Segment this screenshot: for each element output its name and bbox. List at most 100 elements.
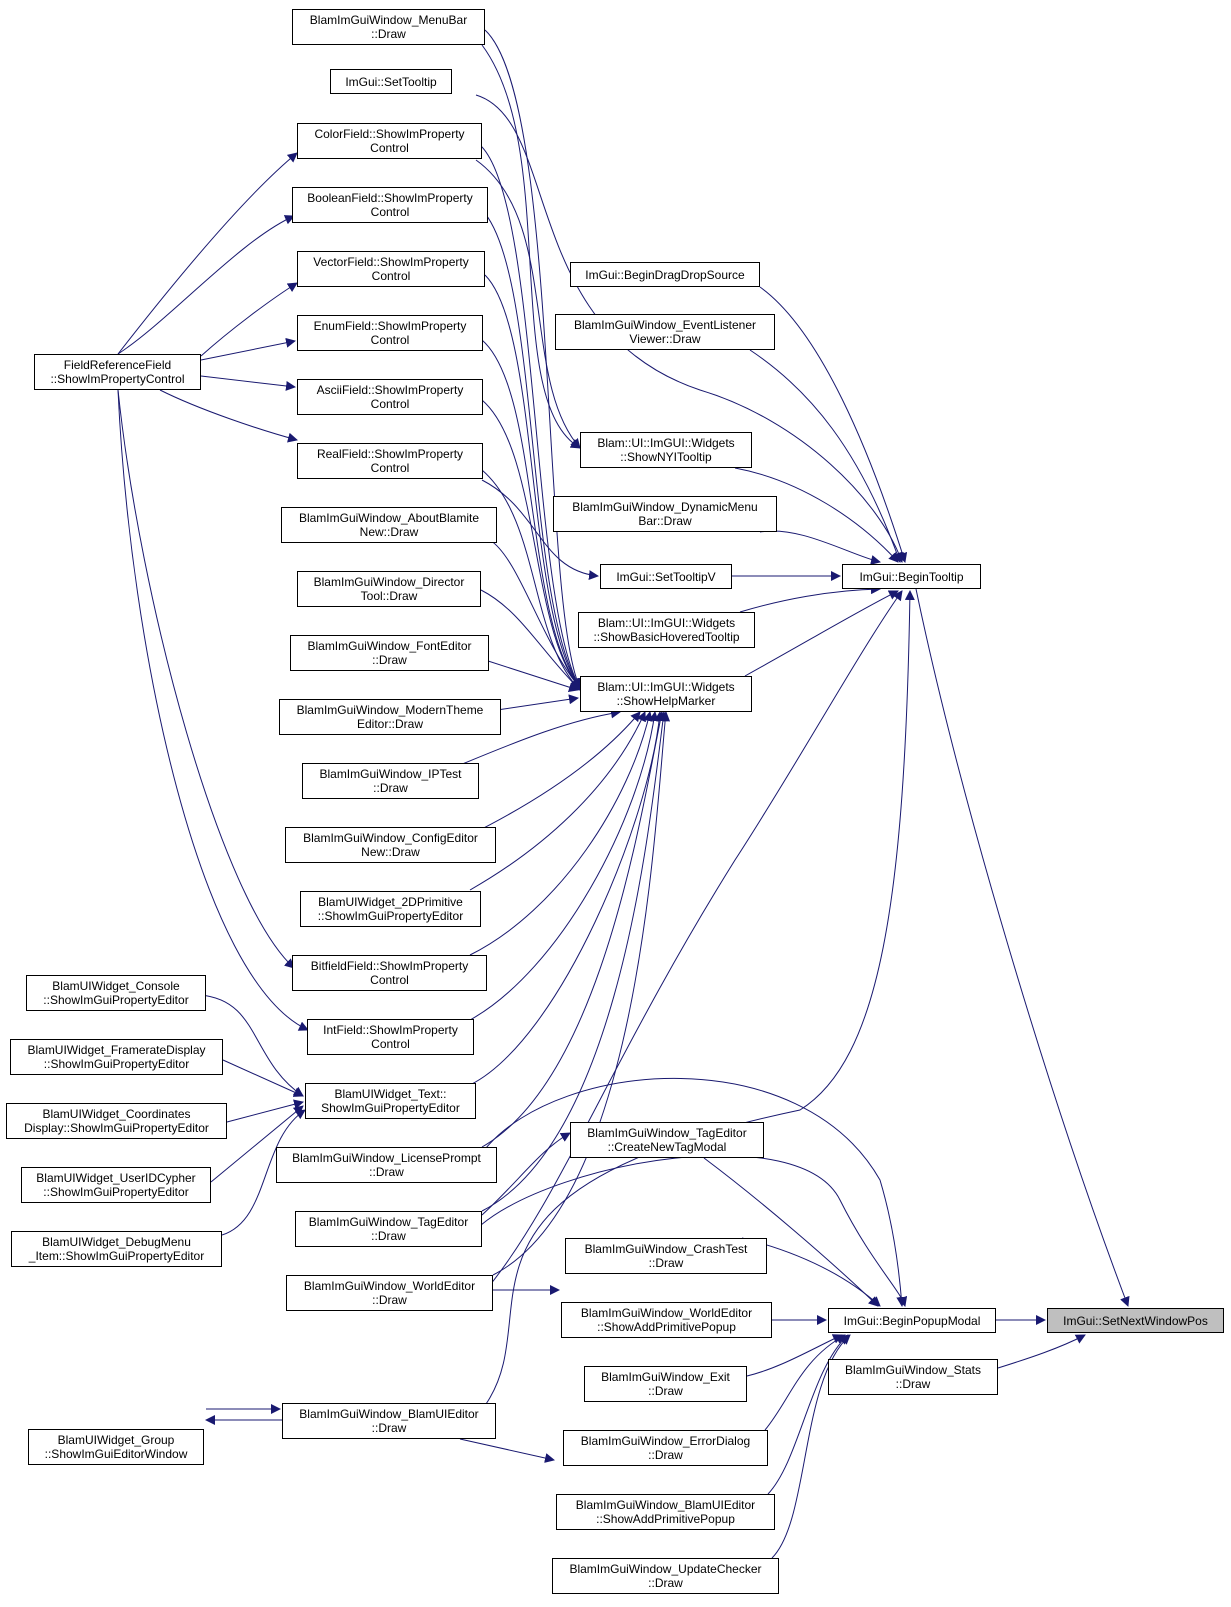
node-label-line: BlamUIWidget_Coordinates (42, 1107, 191, 1121)
graph-node-framerate[interactable]: BlamUIWidget_FramerateDisplay::ShowImGui… (10, 1039, 223, 1075)
node-label-line: Control (370, 397, 410, 411)
node-label-line: New::Draw (361, 845, 420, 859)
call-edge (459, 708, 621, 766)
call-edge (469, 711, 659, 1021)
call-edge (749, 349, 902, 563)
graph-node-settooltipv[interactable]: ImGui::SetTooltipV (600, 564, 732, 589)
call-edge (480, 1155, 908, 1307)
node-label-line: BooleanField::ShowImProperty (307, 191, 473, 205)
node-label-line: EnumField::ShowImProperty (313, 319, 467, 333)
call-edge (222, 1059, 304, 1097)
node-label-line: BlamUIWidget_2DPrimitive (318, 895, 463, 909)
node-label-line: BlamImGuiWindow_BlamUIEditor (299, 1407, 479, 1421)
node-label-line: ImGui::SetTooltipV (616, 569, 716, 584)
node-label-line: RealField::ShowImProperty (316, 447, 464, 461)
node-label-line: ImGui::SetNextWindowPos (1063, 1313, 1208, 1328)
node-label-line: ::Draw (373, 781, 408, 795)
graph-node-console[interactable]: BlamUIWidget_Console::ShowImGuiPropertyE… (26, 975, 206, 1011)
graph-node-widget2d[interactable]: BlamUIWidget_2DPrimitive::ShowImGuiPrope… (300, 891, 481, 927)
node-label-line: ::Draw (895, 1377, 931, 1391)
node-label-line: ::ShowAddPrimitivePopup (596, 1512, 735, 1526)
graph-node-widgettext[interactable]: BlamUIWidget_Text::ShowImGuiPropertyEdit… (305, 1083, 476, 1119)
graph-node-begintooltip[interactable]: ImGui::BeginTooltip (842, 564, 981, 589)
node-label-line: Bar::Draw (638, 514, 692, 528)
node-label-line: BlamImGuiWindow_Director (313, 575, 465, 589)
node-label-line: VectorField::ShowImProperty (313, 255, 469, 269)
node-label-line: ::ShowNYITooltip (620, 450, 712, 464)
node-label-line: Control (370, 973, 409, 987)
call-edge (734, 467, 899, 563)
graph-node-fieldref[interactable]: FieldReferenceField::ShowImPropertyContr… (34, 354, 201, 390)
graph-node-iptest[interactable]: BlamImGuiWindow_IPTest::Draw (302, 763, 479, 799)
graph-node-tageditor[interactable]: BlamImGuiWindow_TagEditor::Draw (295, 1211, 482, 1247)
call-edge (481, 44, 581, 449)
node-label-line: ::Draw (372, 1293, 407, 1307)
graph-node-createnewtag[interactable]: BlamImGuiWindow_TagEditor::CreateNewTagM… (570, 1122, 764, 1158)
graph-node-widgetgroup[interactable]: BlamUIWidget_Group::ShowImGuiEditorWindo… (28, 1429, 204, 1465)
node-label-line: ::Draw (648, 1448, 683, 1462)
call-edge (481, 711, 666, 1148)
call-edge (915, 588, 1130, 1307)
call-edge (484, 659, 579, 692)
graph-node-useridc[interactable]: BlamUIWidget_UserIDCypher::ShowImGuiProp… (21, 1167, 211, 1203)
node-label-line: BlamImGuiWindow_LicensePrompt (292, 1151, 481, 1165)
call-edge (199, 994, 304, 1097)
node-label-line: BlamImGuiWindow_CrashTest (584, 1242, 748, 1256)
graph-node-exit[interactable]: BlamImGuiWindow_Exit::Draw (584, 1366, 747, 1402)
graph-node-shownyi[interactable]: Blam::UI::ImGUI::Widgets::ShowNYITooltip (580, 432, 752, 468)
graph-node-worldeditor[interactable]: BlamImGuiWindow_WorldEditor::Draw (286, 1275, 493, 1311)
graph-node-weaddprim[interactable]: BlamImGuiWindow_WorldEditor::ShowAddPrim… (561, 1302, 772, 1338)
graph-node-beginpopup[interactable]: ImGui::BeginPopupModal (828, 1308, 996, 1333)
graph-node-stats[interactable]: BlamImGuiWindow_Stats::Draw (828, 1359, 998, 1395)
call-edge (200, 337, 296, 361)
call-edge (475, 94, 904, 563)
node-label-line: Display::ShowImGuiPropertyEditor (24, 1121, 209, 1135)
graph-node-begindrag[interactable]: ImGui::BeginDragDropSource (570, 262, 760, 287)
call-edge (496, 694, 579, 711)
graph-node-showhelp[interactable]: Blam::UI::ImGUI::Widgets::ShowHelpMarker (580, 676, 752, 712)
call-edge (703, 1157, 879, 1307)
graph-node-basichovered[interactable]: Blam::UI::ImGUI::Widgets::ShowBasicHover… (578, 612, 755, 648)
node-label-line: BlamImGuiWindow_ModernTheme (296, 703, 484, 717)
graph-node-bluieditor[interactable]: BlamImGuiWindow_BlamUIEditor::Draw (282, 1403, 496, 1439)
node-label-line: BlamImGuiWindow_WorldEditor (580, 1306, 753, 1320)
node-label-line: Blam::UI::ImGUI::Widgets (597, 616, 736, 630)
call-edge (459, 1438, 555, 1463)
graph-node-errordialog[interactable]: BlamImGuiWindow_ErrorDialog::Draw (563, 1430, 768, 1466)
node-label-line: BlamImGuiWindow_ConfigEditor (303, 831, 478, 845)
graph-node-settooltip[interactable]: ImGui::SetTooltip (330, 69, 452, 94)
call-edge (200, 282, 298, 357)
call-edge (484, 274, 581, 689)
graph-node-crashtest[interactable]: BlamImGuiWindow_CrashTest::Draw (565, 1238, 767, 1274)
node-label-line: ::Draw (648, 1256, 684, 1270)
node-label-line: ::Draw (369, 1165, 404, 1179)
node-label-line: BlamImGuiWindow_EventListener (573, 318, 757, 332)
graph-node-setnextwindowpos[interactable]: ImGui::SetNextWindowPos (1047, 1308, 1224, 1333)
node-label-line: ::Draw (372, 653, 407, 667)
graph-node-licenseprompt[interactable]: BlamImGuiWindow_LicensePrompt::Draw (276, 1147, 497, 1183)
node-label-line: Control (371, 1037, 410, 1051)
node-label-line: BlamImGuiWindow_ErrorDialog (580, 1434, 751, 1448)
graph-node-bueaddprim[interactable]: BlamImGuiWindow_BlamUIEditor::ShowAddPri… (556, 1494, 775, 1530)
graph-node-menubar[interactable]: BlamImGuiWindow_MenuBar::Draw (292, 9, 485, 45)
graph-node-debugmenu[interactable]: BlamUIWidget_DebugMenu_Item::ShowImGuiPr… (11, 1231, 222, 1267)
graph-node-updatechecker[interactable]: BlamImGuiWindow_UpdateChecker::Draw (552, 1558, 779, 1594)
call-edge (481, 339, 581, 689)
graph-node-fonteditor[interactable]: BlamImGuiWindow_FontEditor::Draw (290, 635, 489, 671)
node-label-line: ::Draw (648, 1576, 683, 1590)
